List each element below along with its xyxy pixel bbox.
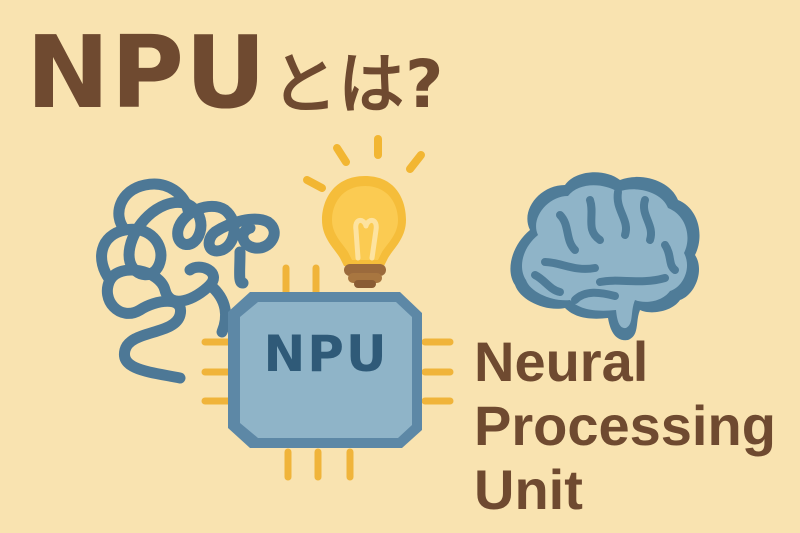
title-japanese: とは?: [271, 46, 445, 123]
npu-chip-icon: [228, 292, 422, 448]
subtitle-line-unit: Unit: [474, 458, 583, 521]
chip-pins: [201, 264, 454, 481]
subtitle: Neural Processing Unit: [474, 330, 776, 522]
page-title: NPU とは?: [26, 18, 444, 140]
chip-label: NPU: [263, 325, 389, 383]
title-latin: NPU: [26, 14, 268, 131]
brain-icon: [510, 172, 700, 341]
light-rays-icon: [303, 135, 425, 192]
tangled-string-icon: [96, 178, 280, 384]
subtitle-line-processing: Processing: [474, 394, 776, 457]
lightbulb-icon: [322, 176, 406, 288]
subtitle-line-neural: Neural: [474, 330, 649, 393]
